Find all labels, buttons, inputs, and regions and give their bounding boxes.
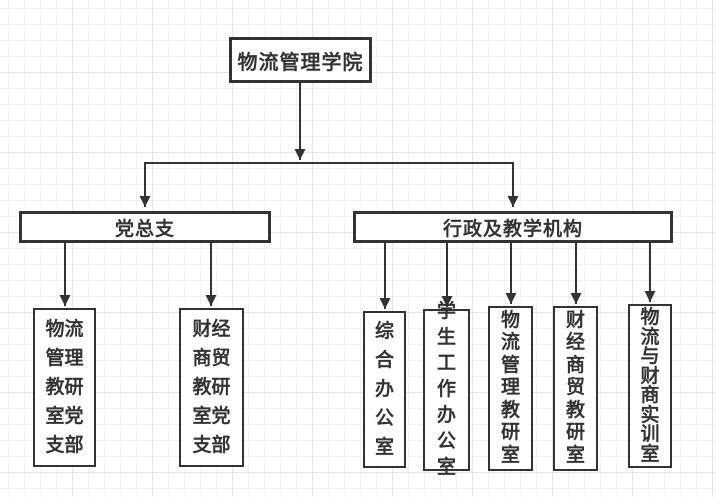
- org-node-label-line: 室: [640, 443, 660, 465]
- org-node-label-line: 工: [436, 353, 456, 374]
- org-node-label-line: 办: [436, 405, 456, 426]
- org-node-label: 物流管理学院: [237, 51, 364, 74]
- org-node-logistics-mgmt-party-cell[interactable]: 物流管理教研室党支部: [33, 308, 96, 467]
- org-node-logistics-mgmt-teaching-office[interactable]: 物流管理教研室: [488, 306, 533, 471]
- org-node-label-line: 支部: [45, 435, 84, 456]
- org-node-label: 行政及教学机构: [442, 218, 583, 240]
- org-node-label: 党总支: [114, 218, 175, 240]
- org-node-label-line: 贸: [565, 377, 585, 399]
- org-node-finance-trade-party-cell[interactable]: 财经商贸教研室党支部: [179, 308, 244, 467]
- org-node-label-line: 室: [565, 444, 585, 466]
- org-node-label-line: 流: [500, 332, 520, 354]
- edge-root-to-level2[interactable]: [139, 83, 519, 207]
- org-node-label-line: 与: [640, 346, 660, 367]
- org-node-label-line: 商: [640, 385, 660, 406]
- org-node-label-line: 教: [565, 399, 585, 421]
- org-node-label-line: 经: [565, 332, 585, 354]
- org-node-label-line: 综: [374, 321, 394, 342]
- org-node-label-line: 公: [374, 408, 394, 429]
- org-node-label-line: 室: [500, 444, 520, 466]
- org-node-label-line: 研: [500, 422, 520, 444]
- org-node-label-line: 合: [374, 350, 394, 371]
- org-node-label-line: 商贸: [192, 348, 231, 369]
- org-node-label-line: 室: [436, 457, 456, 478]
- org-node-label-line: 物: [500, 309, 520, 331]
- org-node-label-line: 管: [500, 354, 520, 376]
- org-node-admin-teaching-branch[interactable]: 行政及教学机构: [353, 211, 673, 243]
- org-node-label-line: 生: [436, 327, 456, 348]
- org-node-label-line: 办: [374, 379, 394, 400]
- org-node-label-line: 商: [565, 354, 585, 376]
- edges-admin-branch-children[interactable]: [379, 243, 656, 309]
- org-node-label-line: 教: [500, 399, 520, 421]
- org-node-label-line: 财经: [192, 319, 231, 340]
- org-node-student-affairs-office[interactable]: 学生工作办公室: [423, 301, 470, 478]
- org-node-label-line: 公: [436, 431, 456, 452]
- edges-party-branch-children[interactable]: [59, 243, 217, 306]
- org-node-label-line: 财: [565, 309, 585, 331]
- org-node-label-line: 支部: [192, 435, 231, 456]
- org-node-general-office[interactable]: 综合办公室: [363, 311, 406, 468]
- org-node-label-line: 教研: [192, 377, 231, 398]
- org-node-label-line: 财: [640, 365, 660, 387]
- org-node-root[interactable]: 物流管理学院: [229, 37, 372, 83]
- org-node-logistics-finance-training-room[interactable]: 物流与财商实训室: [628, 304, 672, 468]
- org-node-label-line: 实: [640, 404, 660, 426]
- org-node-label-line: 管理: [45, 348, 84, 369]
- org-node-label-line: 作: [436, 379, 456, 400]
- org-node-label-line: 学: [436, 301, 456, 322]
- org-node-label-line: 教研: [45, 377, 84, 398]
- org-node-label-line: 物流: [45, 319, 84, 340]
- org-node-party-branch[interactable]: 党总支: [19, 211, 271, 243]
- org-node-label-line: 流: [640, 326, 660, 348]
- org-node-label-line: 室党: [45, 406, 84, 427]
- org-node-label-line: 室党: [192, 406, 231, 427]
- org-node-label-line: 训: [640, 424, 660, 445]
- org-node-label-line: 物: [640, 307, 660, 328]
- org-node-finance-trade-teaching-office[interactable]: 财经商贸教研室: [553, 306, 598, 471]
- org-node-label-line: 研: [565, 422, 585, 444]
- org-node-label-line: 室: [374, 437, 394, 458]
- org-node-label-line: 理: [500, 377, 520, 399]
